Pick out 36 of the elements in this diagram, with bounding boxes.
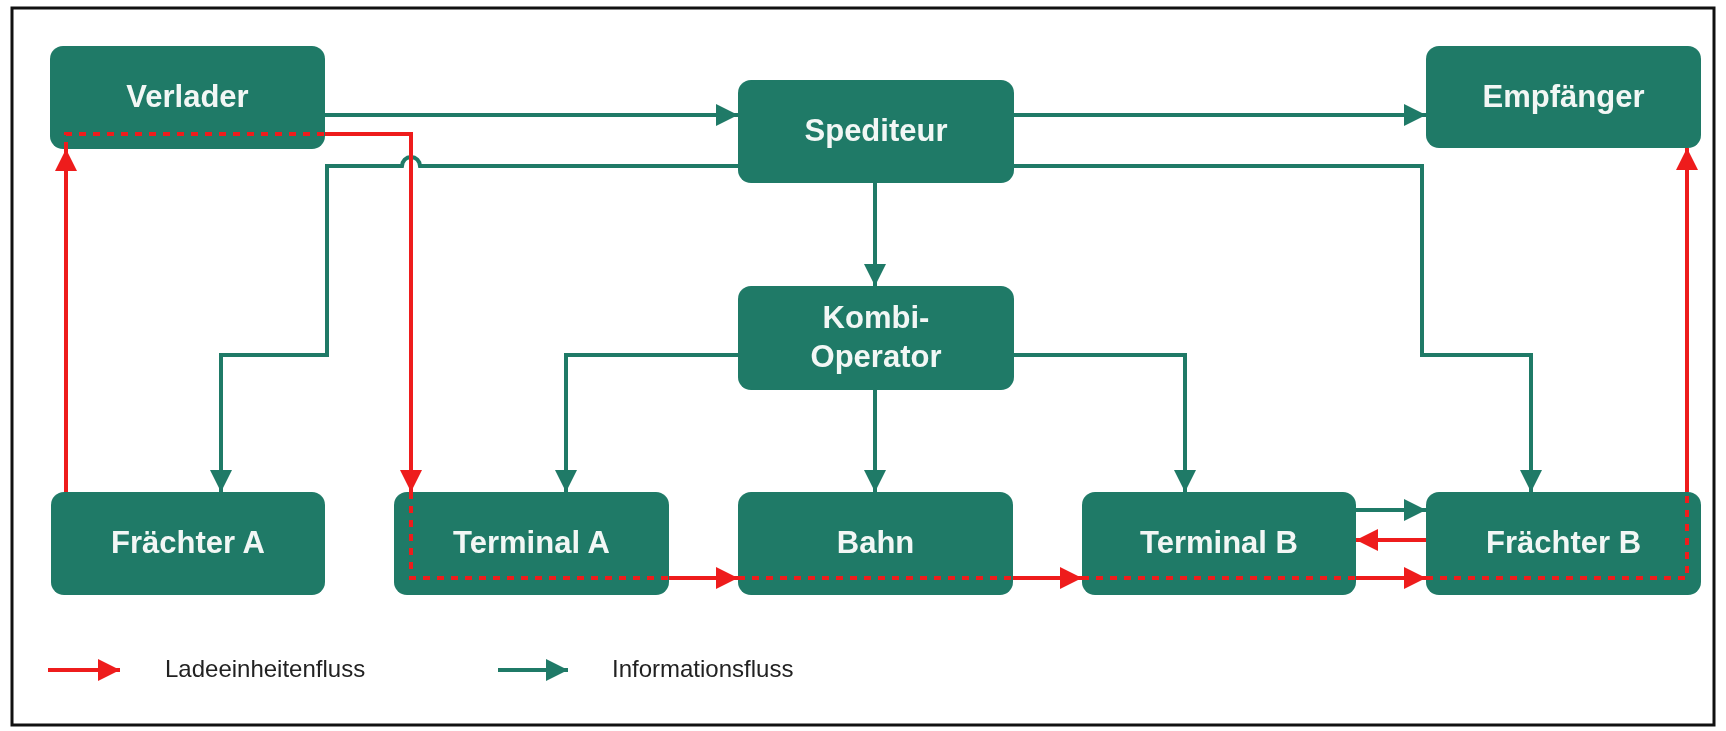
legend-text: Informationsfluss (612, 655, 794, 683)
box-label: Kombi- Operator (809, 299, 943, 376)
box-label: Bahn (836, 524, 915, 563)
arrow (864, 183, 886, 286)
box-label: Spediteur (804, 112, 948, 151)
arrow (55, 149, 77, 492)
arrow (325, 132, 422, 492)
process-box (1426, 492, 1701, 595)
process-box (51, 492, 325, 595)
arrow (864, 390, 886, 492)
process-box (1082, 492, 1356, 595)
arrow (1356, 567, 1426, 589)
process-box (50, 46, 325, 149)
box-label: Empfänger (1482, 77, 1645, 116)
arrow (1014, 353, 1196, 492)
box-label: Terminal A (453, 524, 610, 563)
process-box (394, 492, 669, 595)
process-box (738, 492, 1013, 595)
process-box (738, 286, 1014, 390)
arrow (1014, 164, 1542, 492)
arrow (1014, 104, 1426, 126)
arrow (325, 104, 738, 126)
process-box (1426, 46, 1701, 148)
box-label: Frächter A (111, 524, 265, 563)
box-label: Terminal B (1140, 524, 1298, 563)
arrow (1356, 499, 1426, 521)
arrow (210, 154, 738, 492)
arrow (555, 353, 738, 492)
arrow (1356, 529, 1426, 551)
box-label: Frächter B (1485, 524, 1641, 563)
box-label: Verlader (126, 78, 249, 117)
arrow (669, 567, 738, 589)
legend-text: Ladeeinheitenfluss (165, 655, 366, 683)
process-box (738, 80, 1014, 183)
arrow (1013, 567, 1082, 589)
arrow (1676, 148, 1698, 492)
